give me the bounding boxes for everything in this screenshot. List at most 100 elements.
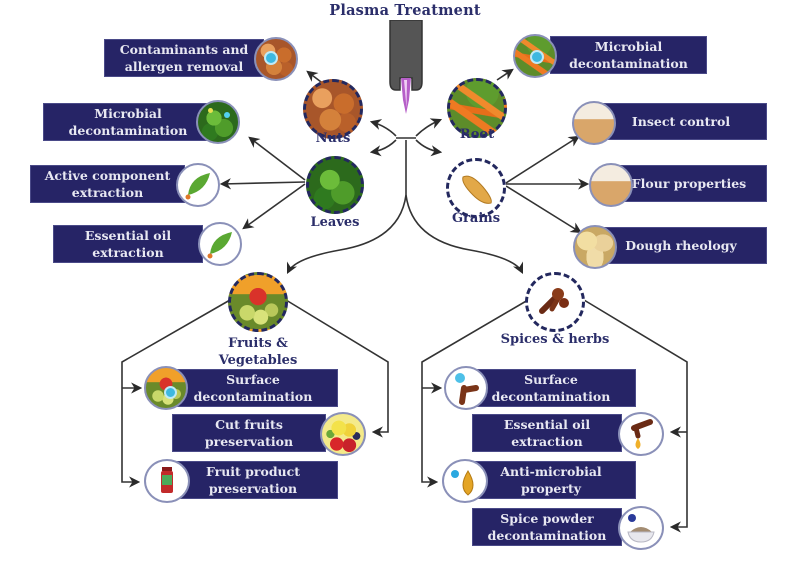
grains-app-dough-box: Dough rheology [595,227,767,264]
jar-glyph [161,467,173,493]
fruits-app-surface-box: Surface decontamination [168,369,338,407]
nuts-app-contaminants-box: Contaminants and allergen removal [104,39,264,77]
box-text-line: preservation [204,434,294,449]
box-text-line: allergen removal [124,59,244,74]
microbe-icon [530,50,544,64]
arrow-to-fruits [286,194,407,275]
microbe-icon [164,386,177,399]
arrow-to-grains-branch [415,139,443,157]
powder-bowl-glyph [627,514,655,543]
spices-herbs-label: Spices & herbs [500,332,610,347]
oil-drop-glyph [451,470,474,496]
spices-app-antimicrobial-box: Anti-microbial property [466,461,636,499]
leaf-glyph [207,232,232,259]
grain-icon [462,175,492,204]
flour-bowl-icon [572,101,616,145]
box-text-line: Surface [524,372,578,387]
grains-label: Grains [451,211,501,226]
box-text-line: Contaminants and [119,42,249,57]
nuts-hub [303,79,363,139]
clove-oil-drop-icon [618,412,664,456]
box-text-line: Spice powder [500,511,594,526]
box-text-line: extraction [92,245,164,260]
root-hub [447,78,507,138]
cut-fruits-icon [320,412,366,456]
spice-powder-bowl-icon [618,506,664,550]
arrow-leaves-microbial [248,136,306,181]
arrow-leaves-essential [242,183,306,230]
fruits-vegetables-label: Fruits & Vegetables [213,335,303,369]
root-app-microbial-box: Microbial decontamination [550,36,707,74]
flour-bowl-icon [589,163,633,207]
clove-glyph [455,373,479,405]
leaves-app-microbial-box: Microbial decontamination [43,103,213,141]
arrow-root-microbial [496,68,514,81]
root-label: Root [459,127,495,142]
leaves-app-active-box: Active component extraction [30,165,185,203]
box-text-line: decontamination [569,56,688,71]
almonds-icon [306,82,360,136]
spices-app-powder-box: Spice powder decontamination [472,508,622,546]
fruits-vegetables-hub [228,272,288,332]
cloves-icon [539,288,569,314]
oil-drop-microbe-icon [442,459,488,503]
jam-jar-icon [144,459,190,503]
microbe-icon [208,108,213,113]
leaves-label: Leaves [310,215,360,230]
fruits-app-cut-box: Cut fruits preservation [172,414,326,452]
box-text-line: Anti-microbial [500,464,602,479]
box-text-line: decontamination [487,528,607,543]
box-text-line: extraction [511,434,583,449]
box-text-line: Surface [226,372,280,387]
box-text-line: Cut fruits [215,417,283,432]
box-text-line: decontamination [68,123,188,138]
nuts-label: Nuts [315,131,351,146]
leaves-with-microbe-icon [196,100,240,144]
box-text-line: Flour properties [631,176,747,191]
box-text-line: Dough rheology [625,238,737,253]
leaf-drop-icon [176,163,220,207]
microbe-icon [264,51,278,65]
fruits-with-microbe-icon [144,366,188,410]
leaves-hub [306,156,364,214]
arrow-to-spices [405,194,524,275]
almonds-with-microbe-icon [254,37,298,81]
spices-app-essential-box: Essential oil extraction [472,414,622,452]
dough-icon [573,225,617,269]
arrow-to-nuts [369,119,397,137]
clove-with-microbe-icon [444,366,488,410]
arrow-to-root [415,118,443,137]
arrow-to-leaves-branch [369,139,397,157]
box-text-line: Essential oil [84,228,172,243]
spices-right-loop [583,299,688,533]
label-line: Vegetables [218,353,298,368]
box-text-line: preservation [208,481,298,496]
fruits-right-loop [285,299,389,438]
clove-drop-glyph [631,419,653,449]
leaf-drop-icon [198,222,242,266]
arrow-leaves-active [219,178,306,190]
box-text-line: Insect control [631,114,731,129]
box-text-line: decontamination [491,389,611,404]
arrow-grains-dough [505,185,582,234]
box-text-line: Fruit product [205,464,301,479]
spices-app-surface-box: Surface decontamination [466,369,636,407]
fruits-app-product-box: Fruit product preservation [168,461,338,499]
carrots-with-microbe-icon [513,34,557,78]
box-text-line: Microbial [94,106,162,121]
leaves-app-essential-box: Essential oil extraction [53,225,203,263]
box-text-line: decontamination [193,389,313,404]
box-text-line: extraction [71,185,144,200]
tea-leaves-icon [309,159,361,211]
box-text-line: property [521,481,581,496]
arrow-grains-insect [505,135,580,184]
grains-app-flour-box: Flour properties [611,165,767,202]
diagram-title: Plasma Treatment [329,2,481,19]
microbe-icon [224,112,230,118]
box-text-line: Microbial [594,39,663,54]
plasma-nozzle-icon [389,20,423,114]
grains-app-insect-box: Insect control [595,103,767,140]
box-text-line: Essential oil [503,417,591,432]
